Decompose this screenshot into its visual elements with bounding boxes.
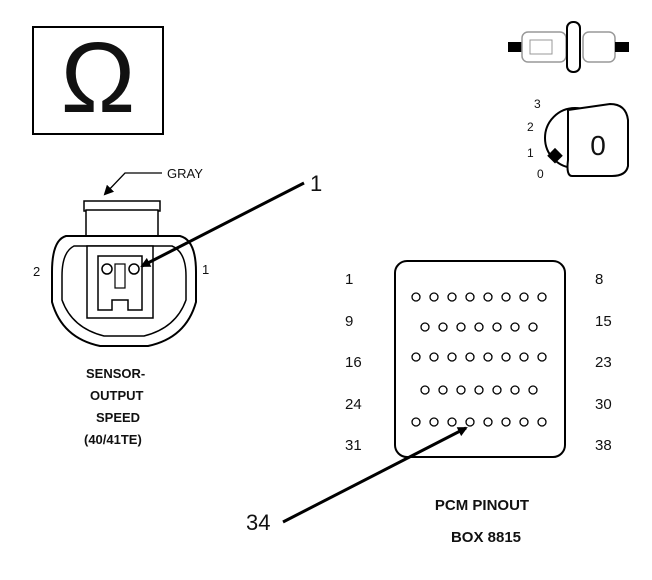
pcm-pin xyxy=(537,417,547,427)
row-end-label: 30 xyxy=(595,396,612,413)
pcm-pin xyxy=(474,385,484,395)
sensor-title-line-1: SENSOR- xyxy=(86,366,145,381)
row-end-label: 38 xyxy=(595,437,612,454)
ignition-key-icon: 3 2 1 0 0 xyxy=(527,97,629,181)
pcm-pin xyxy=(420,385,430,395)
pcm-pin xyxy=(447,292,457,302)
pcm-pin xyxy=(519,292,529,302)
pcm-pin xyxy=(438,385,448,395)
key-position-3: 3 xyxy=(534,97,541,111)
pin-label-right: 1 xyxy=(202,262,209,277)
pcm-pin xyxy=(528,322,538,332)
pcm-pin xyxy=(528,385,538,395)
pcm-pin xyxy=(429,417,439,427)
callout-label-34: 34 xyxy=(246,510,270,535)
key-label: 0 xyxy=(590,130,606,161)
ohm-icon: Ω xyxy=(61,22,136,134)
pcm-pin xyxy=(510,322,520,332)
pcm-pin xyxy=(492,322,502,332)
pcm-title: PCM PINOUT xyxy=(435,497,529,514)
pcm-pin xyxy=(456,322,466,332)
row-end-label: 8 xyxy=(595,271,603,288)
pcm-pin xyxy=(483,352,493,362)
row-end-label: 15 xyxy=(595,313,612,330)
wire-color-label: GRAY xyxy=(167,166,203,181)
pcm-pin xyxy=(483,292,493,302)
pcm-pin xyxy=(447,417,457,427)
pcm-pin xyxy=(420,322,430,332)
key-position-0: 0 xyxy=(537,167,544,181)
row-end-label: 23 xyxy=(595,354,612,371)
pcm-pin xyxy=(411,352,421,362)
row-start-label: 9 xyxy=(345,313,353,330)
key-position-1: 1 xyxy=(527,146,534,160)
connector-disconnect-icon xyxy=(508,21,629,73)
pcm-pin xyxy=(429,352,439,362)
row-start-label: 16 xyxy=(345,354,362,371)
pcm-pin xyxy=(501,292,511,302)
pcm-pin xyxy=(501,352,511,362)
pcm-pin xyxy=(537,292,547,302)
pcm-pin xyxy=(411,417,421,427)
pcm-pin xyxy=(456,385,466,395)
pcm-pin xyxy=(465,352,475,362)
pcm-pinout: 1 9 16 24 31 8 15 23 30 38 PCM PINOUT BO… xyxy=(345,260,612,546)
pcm-pin xyxy=(465,417,475,427)
pcm-pin xyxy=(519,352,529,362)
pcm-subtitle: BOX 8815 xyxy=(451,529,521,546)
callout-pcm-pin: 34 xyxy=(246,426,468,535)
row-start-label: 1 xyxy=(345,271,353,288)
key-position-2: 2 xyxy=(527,120,534,134)
sensor-connector: GRAY 2 1 xyxy=(33,166,209,347)
pcm-pin xyxy=(438,322,448,332)
ohmmeter-symbol: Ω xyxy=(32,22,164,135)
pcm-pin xyxy=(447,352,457,362)
sensor-title-line-4: (40/41TE) xyxy=(84,432,142,447)
pcm-pin xyxy=(510,385,520,395)
pcm-pin-grid xyxy=(411,292,547,427)
pcm-pin xyxy=(474,322,484,332)
pcm-pin xyxy=(483,417,493,427)
pcm-pin xyxy=(501,417,511,427)
sensor-title: SENSOR- OUTPUT SPEED (40/41TE) xyxy=(84,366,145,447)
pcm-pin xyxy=(519,417,529,427)
callout-sensor-pin: 1 xyxy=(140,171,322,268)
pcm-pin xyxy=(492,385,502,395)
pcm-pin xyxy=(411,292,421,302)
row-start-label: 24 xyxy=(345,396,362,413)
sensor-title-line-3: SPEED xyxy=(96,410,140,425)
pcm-pin xyxy=(465,292,475,302)
row-start-label: 31 xyxy=(345,437,362,454)
sensor-title-line-2: OUTPUT xyxy=(90,388,144,403)
pcm-pin xyxy=(429,292,439,302)
callout-label-1: 1 xyxy=(310,171,322,196)
pin-label-left: 2 xyxy=(33,264,40,279)
pcm-pin xyxy=(537,352,547,362)
